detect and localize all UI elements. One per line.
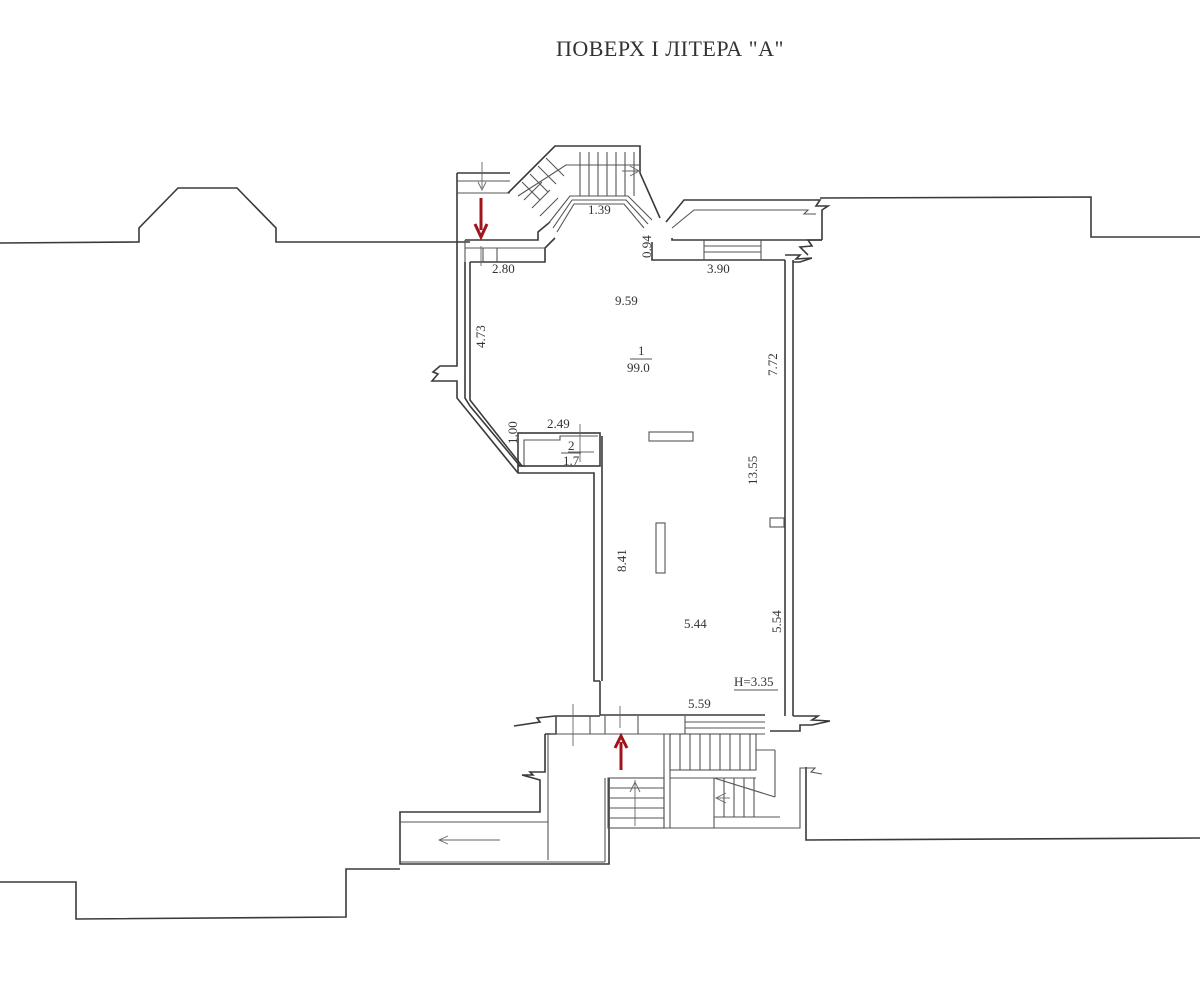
dim-room1-width-top: 9.59 <box>615 293 638 308</box>
main-walls <box>430 173 831 732</box>
dim-top-stair: 1.39 <box>588 202 611 217</box>
dim-right-wall-total: 13.55 <box>745 456 760 485</box>
dim-room2-depth: 1.00 <box>505 421 520 444</box>
room-2-area: 1.7 <box>563 453 580 468</box>
neighbor-outline-top-left <box>0 187 470 244</box>
dim-room1-width-lower: 5.44 <box>684 616 707 631</box>
dim-top-left: 2.80 <box>492 261 515 276</box>
ceiling-height: H=3.35 <box>734 674 773 689</box>
dim-top-notch: 0.94 <box>639 235 654 258</box>
entrance-top-left <box>457 162 551 266</box>
entrance-bottom <box>399 704 823 865</box>
neighbor-outline-bottom-left <box>0 868 400 920</box>
neighbor-outline-top-right <box>819 196 1200 238</box>
dim-bottom-width: 5.59 <box>688 696 711 711</box>
room-1-number: 1 <box>638 343 645 358</box>
dim-right-wall-upper: 7.72 <box>765 353 780 376</box>
entrance-arrow-up-icon <box>613 732 629 770</box>
dim-room2-width: 2.49 <box>547 416 570 431</box>
plan-title: ПОВЕРХ І ЛІТЕРА "А" <box>555 36 785 61</box>
room-1-area: 99.0 <box>627 360 650 375</box>
dim-top-right: 3.90 <box>707 261 730 276</box>
dim-left-wall-lower: 8.41 <box>614 549 629 572</box>
room-2-number: 2 <box>568 438 575 453</box>
annex-top-right <box>665 199 831 260</box>
columns <box>648 431 785 574</box>
dim-left-wall-upper: 4.73 <box>473 325 488 348</box>
staircase-top <box>507 145 661 233</box>
entrance-arrow-down-icon <box>473 198 489 241</box>
room-2-outline <box>517 424 601 467</box>
dim-right-wall-lower: 5.54 <box>769 610 784 633</box>
neighbor-outline-bottom-right <box>805 767 1200 841</box>
